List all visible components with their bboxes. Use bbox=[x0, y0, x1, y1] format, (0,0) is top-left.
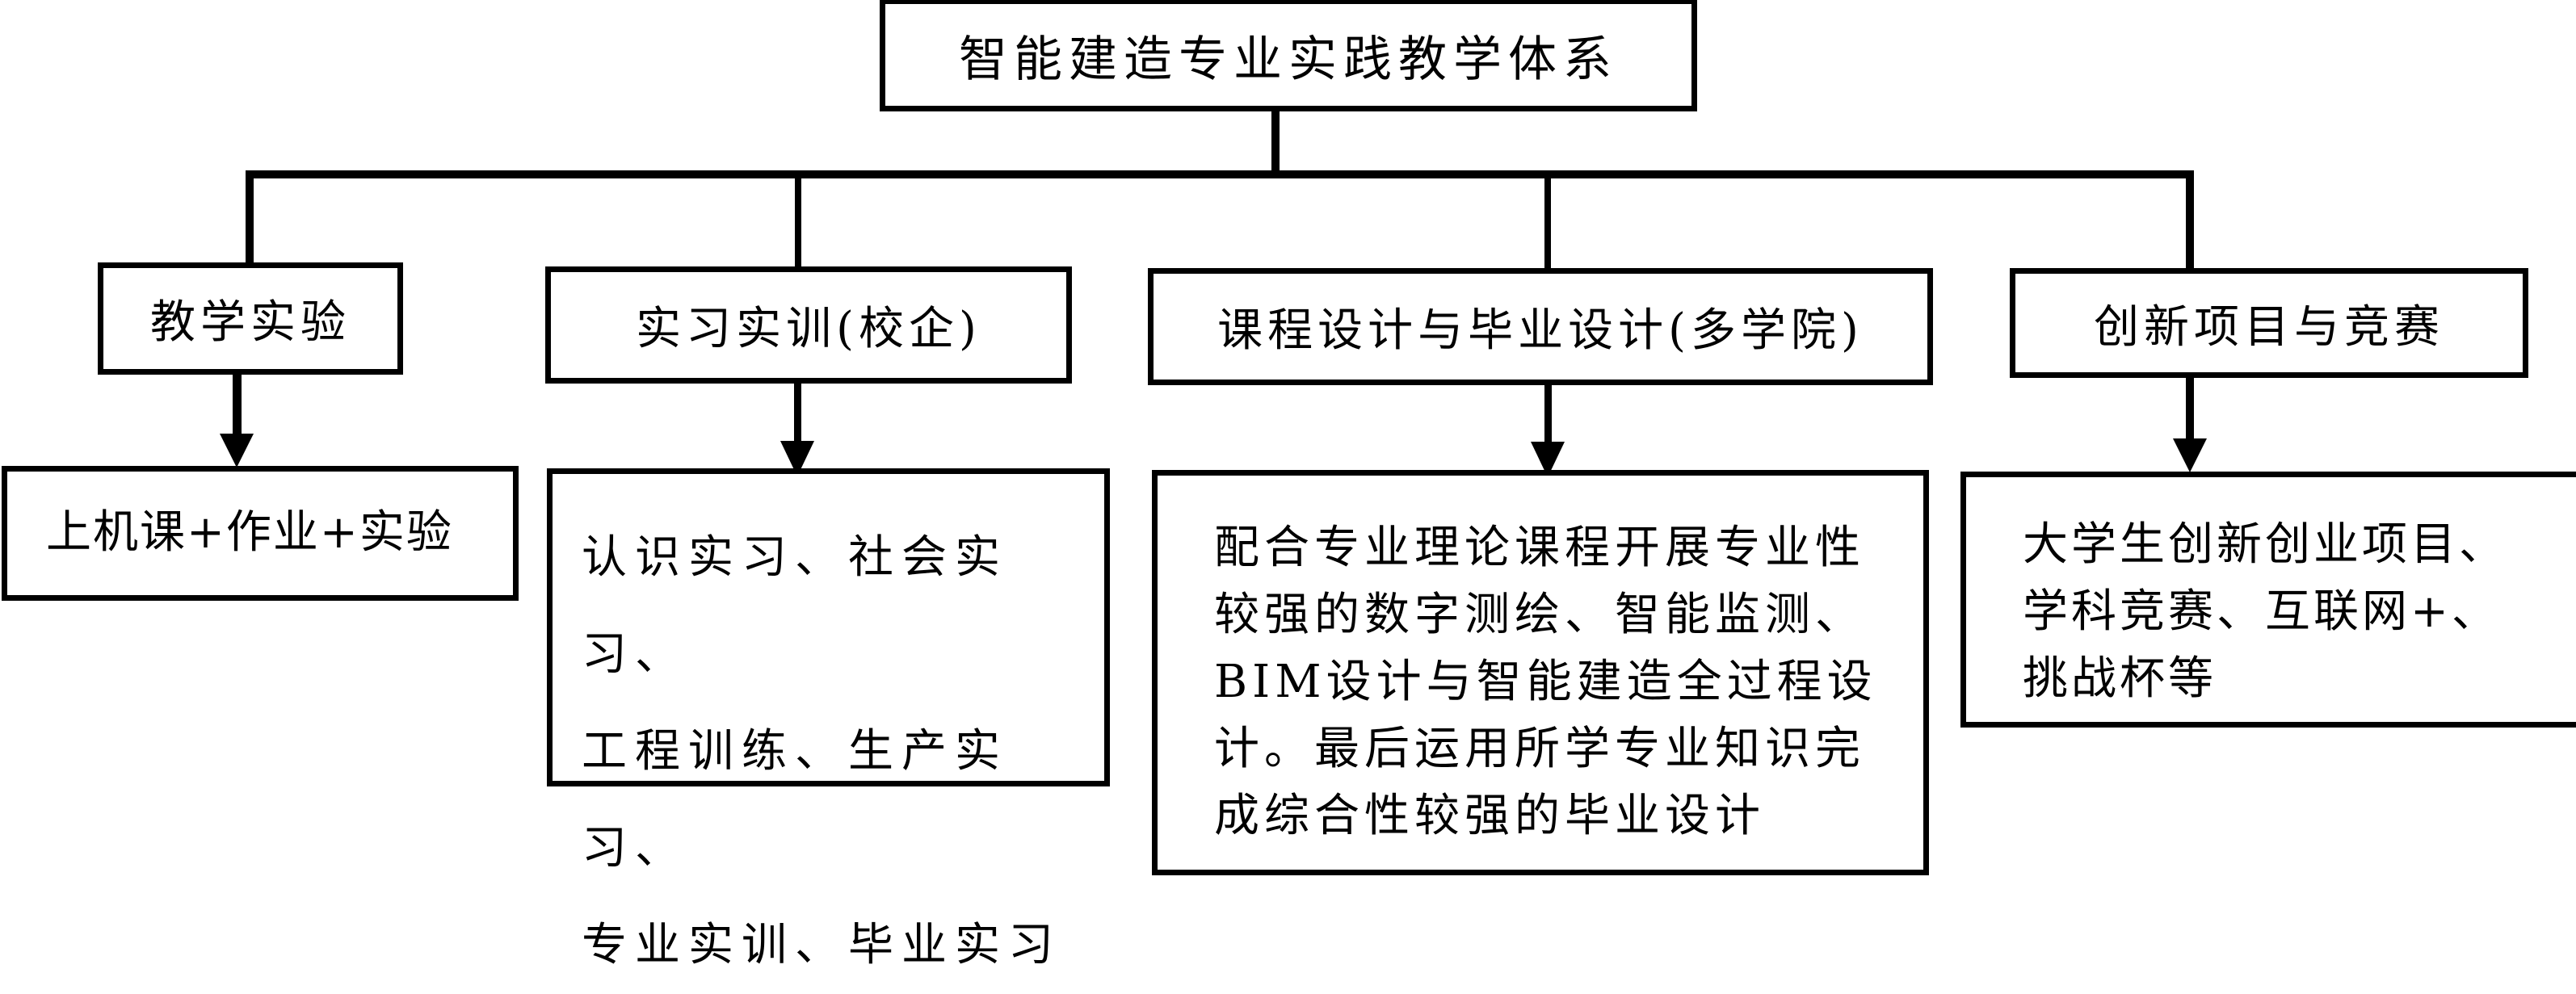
branch-bus bbox=[246, 170, 2194, 178]
arrow-down-icon bbox=[220, 434, 254, 468]
branch-connector-2 bbox=[795, 170, 801, 268]
detail-node-text: 上机课+作业+实验 bbox=[46, 506, 453, 559]
branch-node-label: 课程设计与毕业设计(多学院) bbox=[1217, 304, 1864, 357]
arrow-stem-3 bbox=[1544, 384, 1552, 445]
root-connector bbox=[1271, 110, 1280, 174]
branch-connector-4 bbox=[2186, 170, 2194, 270]
branch-node-internship-training: 实习实训(校企) bbox=[545, 266, 1072, 384]
branch-connector-3 bbox=[1544, 170, 1551, 270]
branch-node-teaching-experiments: 教学实验 bbox=[98, 262, 403, 375]
branch-node-label: 教学实验 bbox=[150, 296, 351, 349]
detail-node-internship-training: 认识实习、社会实习、 工程训练、生产实习、 专业实训、毕业实习 bbox=[547, 468, 1110, 971]
detail-node-course-graduation-design: 配合专业理论课程开展专业性 较强的数字测绘、智能监测、 BIM设计与智能建造全过… bbox=[1152, 470, 1929, 875]
arrow-stem-1 bbox=[233, 374, 242, 437]
branch-connector-1 bbox=[246, 170, 254, 264]
branch-node-innovation-competition: 创新项目与竞赛 bbox=[2010, 268, 2528, 378]
branch-node-course-graduation-design: 课程设计与毕业设计(多学院) bbox=[1148, 268, 1933, 385]
detail-node-text: 认识实习、社会实习、 工程训练、生产实习、 专业实训、毕业实习 bbox=[582, 531, 1061, 971]
detail-node-text: 配合专业理论课程开展专业性 较强的数字测绘、智能监测、 BIM设计与智能建造全过… bbox=[1214, 522, 1877, 842]
detail-node-text: 大学生创新创业项目、 学科竞赛、互联网+、 挑战杯等 bbox=[2023, 518, 2507, 705]
root-node: 智能建造专业实践教学体系 bbox=[880, 0, 1697, 111]
branch-node-label: 实习实训(校企) bbox=[636, 303, 981, 355]
branch-node-label: 创新项目与竞赛 bbox=[2094, 300, 2444, 354]
detail-node-innovation-competition: 大学生创新创业项目、 学科竞赛、互联网+、 挑战杯等 bbox=[1960, 472, 2576, 728]
detail-node-teaching-experiments: 上机课+作业+实验 bbox=[2, 466, 519, 601]
arrow-stem-2 bbox=[794, 383, 801, 444]
arrow-stem-4 bbox=[2186, 377, 2194, 442]
root-node-label: 智能建造专业实践教学体系 bbox=[959, 31, 1618, 88]
arrow-down-icon bbox=[2173, 438, 2207, 472]
